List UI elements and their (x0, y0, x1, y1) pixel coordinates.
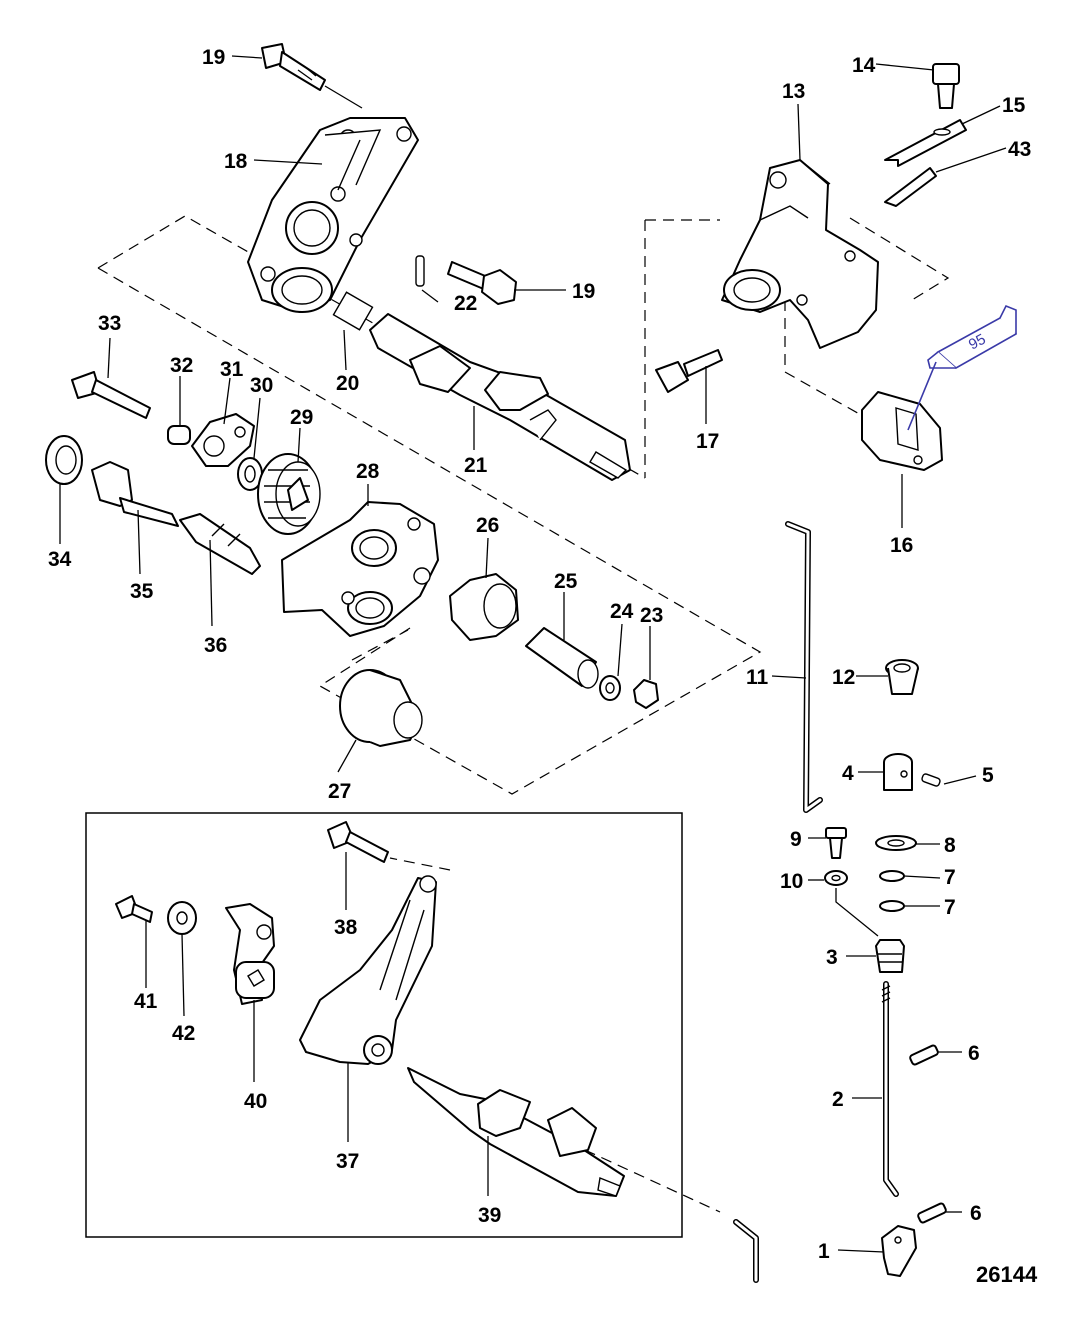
callout-1: 1 (818, 1240, 830, 1263)
callout-19-mid: 19 (572, 280, 595, 303)
callout-42: 42 (172, 1022, 195, 1045)
callout-32: 32 (170, 354, 193, 377)
callout-24: 24 (610, 600, 634, 623)
callout-3: 3 (826, 946, 838, 969)
callout-35: 35 (130, 580, 154, 603)
shaft-21 (369, 313, 631, 481)
leader-lines (59, 55, 1007, 1253)
callout-38: 38 (334, 916, 358, 939)
sleeve-25 (525, 627, 599, 689)
callout-27: 27 (328, 780, 351, 803)
callout-13: 13 (782, 80, 805, 103)
callout-33: 33 (98, 312, 121, 335)
callout-34: 34 (48, 548, 72, 571)
arm-40 (225, 903, 275, 1005)
callout-6b: 6 (970, 1202, 982, 1225)
shaft-35 (91, 461, 179, 527)
bracket-28 (281, 501, 439, 637)
plate-43 (884, 167, 937, 207)
callout-19-top: 19 (202, 46, 225, 69)
callout-36: 36 (204, 634, 227, 657)
gear-29 (257, 453, 321, 535)
washer-8 (875, 835, 917, 851)
callout-23: 23 (640, 604, 663, 627)
bolt-14 (932, 63, 960, 109)
callout-16: 16 (890, 534, 913, 557)
sealant-tube-95: 95 (907, 304, 1017, 431)
callout-7a: 7 (944, 866, 956, 889)
callout-29: 29 (290, 406, 313, 429)
washer-34 (45, 435, 83, 485)
callout-22: 22 (454, 292, 477, 315)
callout-labels: 19 18 14 13 15 43 19 22 33 32 31 30 20 2… (48, 46, 1038, 1287)
bracket-13 (721, 159, 879, 349)
shaft-36 (179, 513, 261, 575)
screw-9 (825, 827, 847, 859)
washer-10 (824, 870, 848, 886)
bolt-19-mid (447, 261, 517, 305)
callout-5: 5 (982, 764, 994, 787)
shaft-39 (407, 1067, 625, 1197)
pin-22 (415, 255, 425, 287)
setscrew-6a (909, 1044, 939, 1066)
callout-11: 11 (746, 666, 769, 689)
callout-30: 30 (250, 374, 273, 397)
callout-12: 12 (832, 666, 855, 689)
bolt-38 (327, 821, 389, 863)
callout-37: 37 (336, 1150, 359, 1173)
clip-1 (881, 1225, 917, 1277)
bolt-41 (115, 895, 153, 923)
block-16 (861, 391, 943, 471)
lever-37 (299, 875, 437, 1065)
washer-7b (879, 900, 905, 912)
callout-28: 28 (356, 460, 380, 483)
bolt-33 (71, 371, 151, 419)
nut-23 (633, 679, 659, 709)
nut-3 (875, 939, 905, 973)
callout-43: 43 (1008, 138, 1031, 161)
callout-14: 14 (852, 54, 876, 77)
callout-21: 21 (464, 454, 488, 477)
collar-26 (449, 573, 519, 641)
bracket-18 (247, 117, 419, 313)
bolt-17 (655, 349, 723, 393)
callout-40: 40 (244, 1090, 267, 1113)
spring-20 (332, 291, 374, 331)
link-rod-2 (881, 981, 899, 1197)
figure-number: 26144 (976, 1262, 1038, 1287)
plate-15 (884, 119, 967, 167)
callout-17: 17 (696, 430, 719, 453)
rod-stub (733, 1219, 759, 1283)
callout-31: 31 (220, 358, 244, 381)
washer-24 (599, 675, 621, 701)
callout-8: 8 (944, 834, 956, 857)
bolt-19-top (261, 43, 363, 109)
pin-5 (921, 773, 941, 787)
callout-15: 15 (1002, 94, 1026, 117)
connector-4 (883, 753, 913, 791)
callout-18: 18 (224, 150, 248, 173)
washer-7a (879, 870, 905, 882)
callout-9: 9 (790, 828, 802, 851)
callout-10: 10 (780, 870, 803, 893)
callout-41: 41 (134, 990, 158, 1013)
sleeve-32 (167, 425, 191, 445)
callout-39: 39 (478, 1204, 501, 1227)
callout-20: 20 (336, 372, 359, 395)
bushing-27 (339, 669, 423, 747)
callout-26: 26 (476, 514, 499, 537)
callout-6a: 6 (968, 1042, 980, 1065)
callout-2: 2 (832, 1088, 844, 1111)
rod-11 (785, 521, 823, 813)
tube-label-95: 95 (966, 331, 989, 354)
callout-7b: 7 (944, 896, 956, 919)
callout-4: 4 (842, 762, 854, 785)
cam-31 (191, 413, 255, 467)
callout-25: 25 (554, 570, 578, 593)
washer-42 (167, 901, 197, 935)
detail-box (85, 812, 683, 1238)
grommet-12 (885, 659, 919, 695)
setscrew-6b (917, 1202, 947, 1224)
